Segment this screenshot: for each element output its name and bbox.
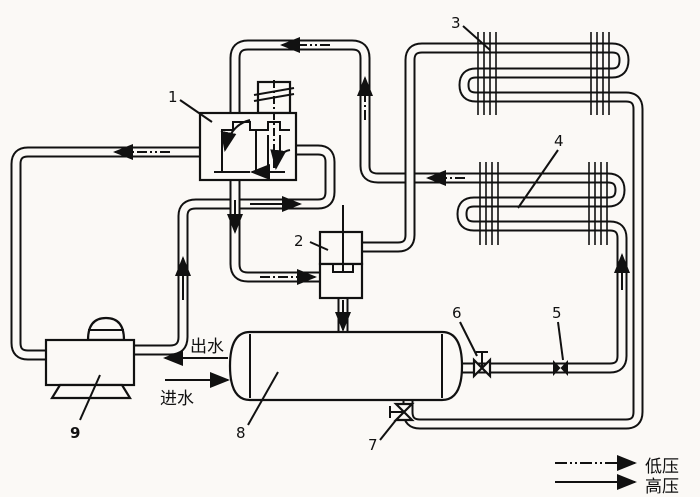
leader-lines bbox=[79, 25, 564, 441]
label-6: 6 bbox=[452, 304, 462, 322]
label-4: 4 bbox=[554, 132, 564, 150]
label-3: 3 bbox=[451, 14, 461, 32]
compressor-9 bbox=[44, 316, 136, 400]
label-2: 2 bbox=[294, 232, 304, 250]
coil-fins bbox=[477, 32, 610, 245]
label-1: 1 bbox=[168, 88, 178, 106]
label-9: 9 bbox=[70, 424, 81, 442]
label-5: 5 bbox=[552, 304, 562, 322]
label-7: 7 bbox=[368, 436, 378, 454]
four-way-valve-1 bbox=[198, 80, 298, 182]
valves-5-6-7 bbox=[389, 351, 568, 422]
label-8: 8 bbox=[236, 424, 246, 442]
water-inlet-label: 进水 bbox=[160, 389, 194, 409]
legend-low-pressure: 低压 bbox=[645, 457, 679, 477]
flow-arrows bbox=[113, 37, 630, 388]
legend-lines bbox=[555, 455, 637, 490]
water-outlet-label: 出水 bbox=[190, 337, 224, 357]
receiver-8 bbox=[228, 330, 464, 402]
valve-2 bbox=[318, 205, 364, 300]
legend-high-pressure: 高压 bbox=[645, 477, 679, 497]
